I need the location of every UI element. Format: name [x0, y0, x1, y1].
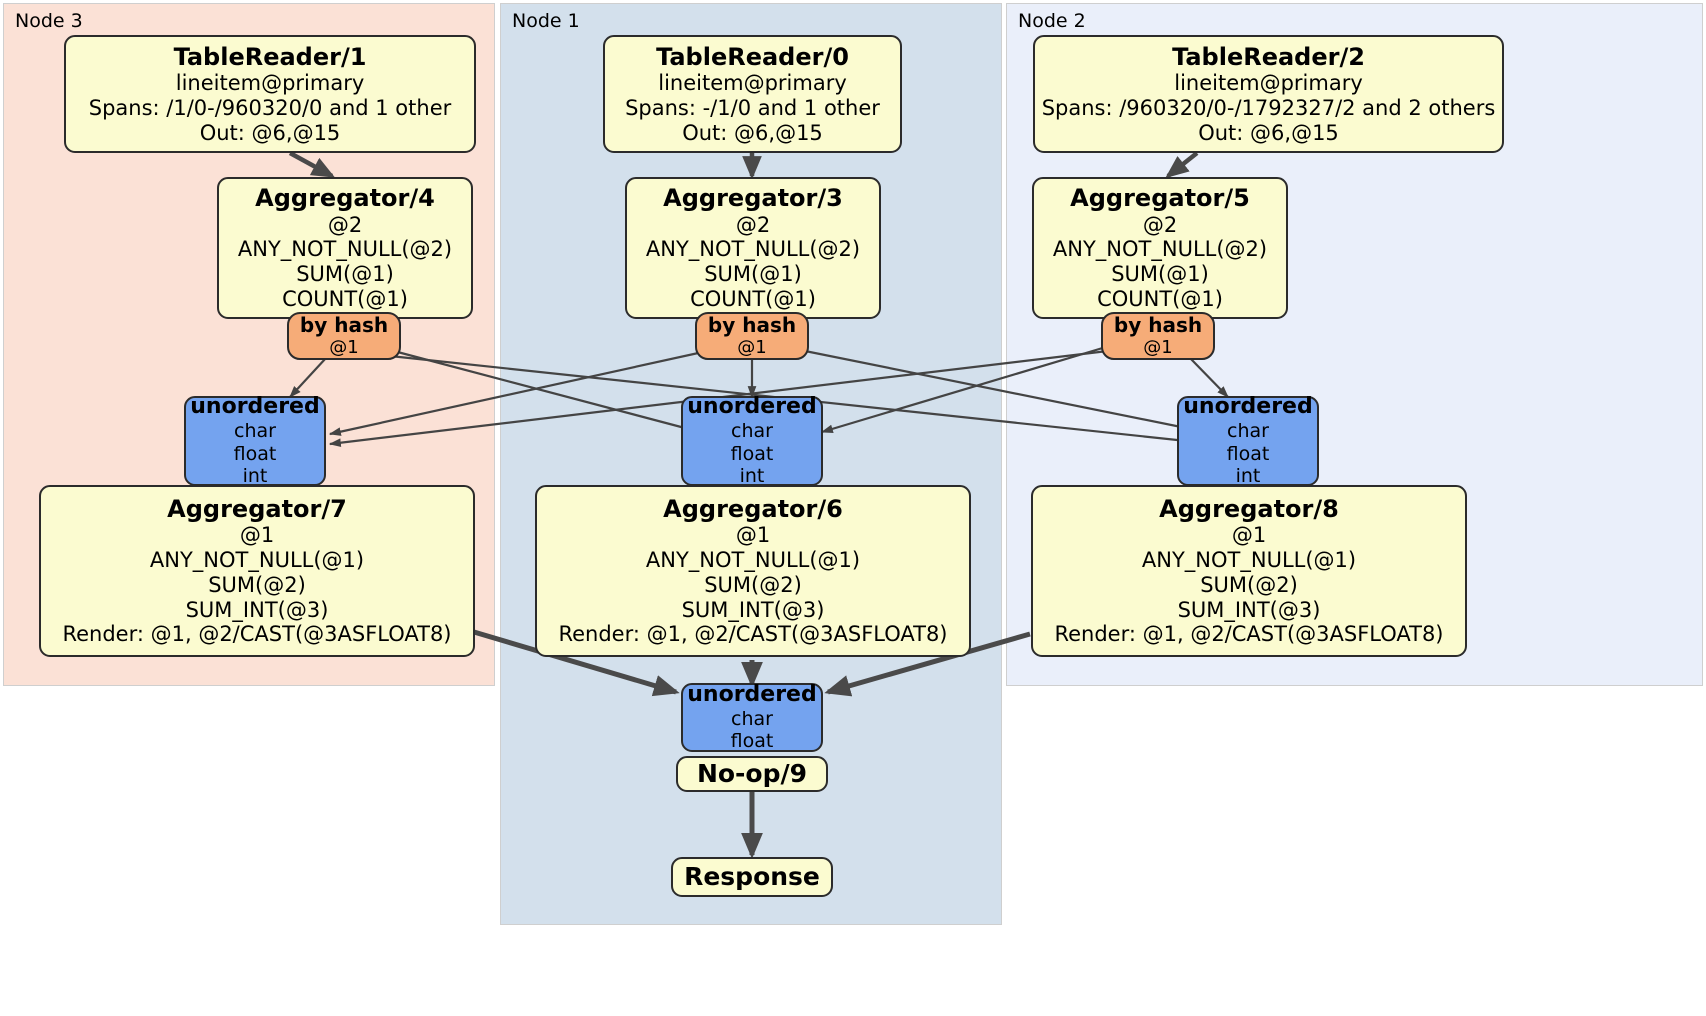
tablereader-1-title: TableReader/1	[173, 42, 367, 71]
aggregator-6-groupcols: @1	[735, 523, 771, 548]
aggregator-5-title: Aggregator/5	[1070, 184, 1250, 213]
unordered-center-title: unordered	[687, 394, 817, 420]
processor-response[interactable]: Response	[671, 857, 833, 897]
processor-aggregator-3[interactable]: Aggregator/3 @2 ANY_NOT_NULL(@2) SUM(@1)…	[625, 177, 881, 319]
unordered-left-type-2: float	[233, 442, 277, 465]
aggregator-7-title: Aggregator/7	[167, 494, 347, 523]
aggregator-8-agg-2: SUM(@2)	[1200, 572, 1298, 597]
aggregator-4-agg-3: COUNT(@1)	[282, 286, 408, 311]
tablereader-0-spans: Spans: -/1/0 and 1 other	[625, 95, 880, 120]
router-by-hash-left[interactable]: by hash @1	[287, 312, 401, 360]
cluster-label-node-2: Node 2	[1018, 10, 1086, 32]
aggregator-3-groupcols: @2	[735, 212, 771, 237]
router-by-hash-right[interactable]: by hash @1	[1101, 312, 1215, 360]
aggregator-3-agg-1: ANY_NOT_NULL(@2)	[645, 237, 861, 262]
aggregator-3-title: Aggregator/3	[663, 184, 843, 213]
processor-aggregator-5[interactable]: Aggregator/5 @2 ANY_NOT_NULL(@2) SUM(@1)…	[1032, 177, 1288, 319]
tablereader-0-out: Out: @6,@15	[682, 120, 823, 145]
cluster-label-node-1: Node 1	[512, 10, 580, 32]
tablereader-1-spans: Spans: /1/0-/960320/0 and 1 other	[88, 95, 452, 120]
aggregator-3-agg-2: SUM(@1)	[704, 262, 802, 287]
tablereader-2-title: TableReader/2	[1172, 42, 1365, 71]
tablereader-1-table: lineitem@primary	[175, 71, 365, 95]
unordered-right-type-2: float	[1226, 442, 1270, 465]
aggregator-6-agg-1: ANY_NOT_NULL(@1)	[645, 548, 861, 572]
unordered-right-type-1: char	[1227, 420, 1269, 443]
aggregator-5-agg-3: COUNT(@1)	[1097, 286, 1223, 311]
synchronizer-unordered-right[interactable]: unordered char float int	[1177, 394, 1319, 488]
synchronizer-unordered-final[interactable]: unordered char float	[681, 682, 823, 753]
aggregator-4-agg-1: ANY_NOT_NULL(@2)	[237, 237, 453, 262]
noop-9-title: No-op/9	[696, 759, 808, 789]
unordered-left-type-3: int	[242, 465, 268, 488]
aggregator-4-groupcols: @2	[327, 212, 363, 237]
processor-noop-9[interactable]: No-op/9	[676, 756, 828, 792]
unordered-final-title: unordered	[687, 682, 817, 708]
tablereader-0-table: lineitem@primary	[658, 71, 847, 95]
aggregator-7-render: Render: @1, @2/CAST(@3ASFLOAT8)	[62, 622, 452, 647]
unordered-left-type-1: char	[234, 420, 276, 443]
aggregator-4-title: Aggregator/4	[255, 184, 435, 213]
by-hash-right-title: by hash	[1113, 312, 1203, 337]
processor-aggregator-7[interactable]: Aggregator/7 @1 ANY_NOT_NULL(@1) SUM(@2)…	[39, 485, 475, 657]
unordered-right-type-3: int	[1235, 465, 1261, 488]
aggregator-3-agg-3: COUNT(@1)	[690, 286, 816, 311]
synchronizer-unordered-center[interactable]: unordered char float int	[681, 394, 823, 488]
aggregator-8-agg-3: SUM_INT(@3)	[1177, 597, 1321, 622]
by-hash-center-title: by hash	[707, 312, 797, 337]
aggregator-5-agg-2: SUM(@1)	[1111, 262, 1209, 287]
aggregator-6-render: Render: @1, @2/CAST(@3ASFLOAT8)	[558, 622, 948, 647]
aggregator-8-groupcols: @1	[1231, 523, 1267, 548]
aggregator-5-groupcols: @2	[1142, 212, 1178, 237]
unordered-center-type-3: int	[739, 465, 765, 488]
aggregator-6-agg-3: SUM_INT(@3)	[681, 597, 825, 622]
aggregator-8-render: Render: @1, @2/CAST(@3ASFLOAT8)	[1054, 622, 1444, 647]
aggregator-4-agg-2: SUM(@1)	[296, 262, 394, 287]
processor-tablereader-1[interactable]: TableReader/1 lineitem@primary Spans: /1…	[64, 35, 476, 153]
processor-aggregator-8[interactable]: Aggregator/8 @1 ANY_NOT_NULL(@1) SUM(@2)…	[1031, 485, 1467, 657]
router-by-hash-center[interactable]: by hash @1	[695, 312, 809, 360]
cluster-label-node-3: Node 3	[15, 10, 83, 32]
unordered-final-type-2: float	[730, 730, 774, 753]
by-hash-left-title: by hash	[299, 312, 389, 337]
aggregator-7-groupcols: @1	[239, 523, 275, 548]
aggregator-6-agg-2: SUM(@2)	[704, 572, 802, 597]
tablereader-1-out: Out: @6,@15	[199, 120, 341, 145]
by-hash-left-column: @1	[329, 337, 359, 359]
by-hash-right-column: @1	[1143, 337, 1173, 359]
aggregator-6-title: Aggregator/6	[663, 494, 843, 523]
processor-aggregator-6[interactable]: Aggregator/6 @1 ANY_NOT_NULL(@1) SUM(@2)…	[535, 485, 971, 657]
tablereader-2-table: lineitem@primary	[1174, 71, 1363, 95]
aggregator-7-agg-2: SUM(@2)	[208, 572, 306, 597]
unordered-center-type-1: char	[731, 420, 773, 443]
unordered-right-title: unordered	[1183, 394, 1313, 420]
tablereader-0-title: TableReader/0	[656, 42, 849, 71]
tablereader-2-out: Out: @6,@15	[1198, 120, 1339, 145]
unordered-final-type-1: char	[731, 708, 773, 731]
aggregator-8-agg-1: ANY_NOT_NULL(@1)	[1141, 548, 1357, 572]
tablereader-2-spans: Spans: /960320/0-/1792327/2 and 2 others	[1041, 95, 1496, 120]
aggregator-7-agg-3: SUM_INT(@3)	[185, 597, 329, 622]
by-hash-center-column: @1	[737, 337, 767, 359]
aggregator-8-title: Aggregator/8	[1159, 494, 1339, 523]
aggregator-7-agg-1: ANY_NOT_NULL(@1)	[149, 548, 365, 572]
processor-tablereader-0[interactable]: TableReader/0 lineitem@primary Spans: -/…	[603, 35, 902, 153]
unordered-center-type-2: float	[730, 442, 774, 465]
processor-aggregator-4[interactable]: Aggregator/4 @2 ANY_NOT_NULL(@2) SUM(@1)…	[217, 177, 473, 319]
aggregator-5-agg-1: ANY_NOT_NULL(@2)	[1052, 237, 1268, 262]
response-title: Response	[684, 862, 820, 892]
processor-tablereader-2[interactable]: TableReader/2 lineitem@primary Spans: /9…	[1033, 35, 1504, 153]
synchronizer-unordered-left[interactable]: unordered char float int	[184, 394, 326, 488]
unordered-left-title: unordered	[190, 394, 320, 420]
